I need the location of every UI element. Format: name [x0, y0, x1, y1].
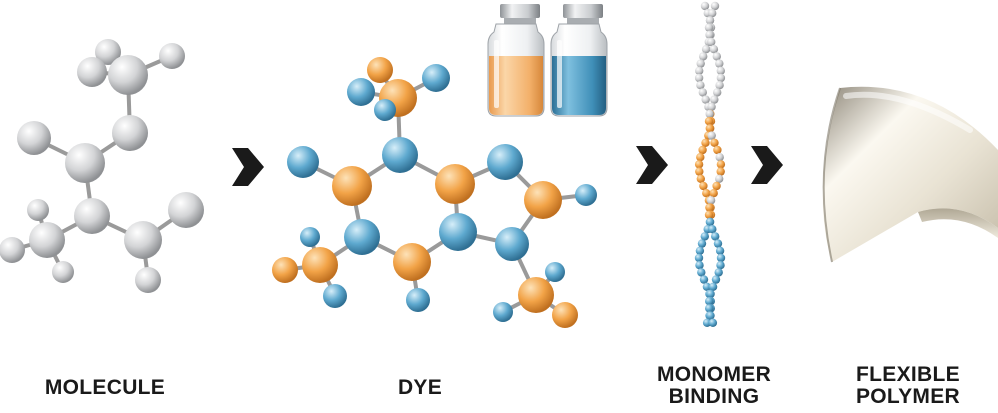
helix-bead — [705, 304, 714, 313]
helix-bead — [702, 282, 712, 291]
label-monomer-binding: MONOMER BINDING — [628, 364, 800, 408]
dye-molecule-icon — [272, 57, 597, 328]
helix-bead — [702, 189, 711, 198]
helix-bead — [702, 318, 712, 327]
helix-bead — [710, 1, 720, 11]
label-flexible-line2: POLYMER — [855, 385, 960, 408]
molecule-icon — [0, 39, 204, 293]
double-helix-icon — [694, 1, 726, 327]
helix-bead — [713, 88, 722, 97]
helix-bead — [707, 131, 716, 140]
helix-bead — [706, 196, 716, 205]
label-molecule: MOLECULE — [10, 377, 200, 399]
helix-bead — [713, 239, 723, 248]
helix-bead — [708, 225, 717, 234]
helix-bead — [696, 59, 705, 68]
label-flexible-polymer: FLEXIBLE POLYMER — [822, 364, 994, 408]
helix-bead — [704, 23, 714, 32]
helix-bead — [695, 167, 704, 176]
helix-bead — [715, 59, 724, 68]
helix-bead — [704, 210, 714, 219]
arrow-right-icon — [636, 146, 668, 184]
helix-bead — [705, 297, 714, 306]
helix-bead — [696, 153, 705, 162]
label-molecule-text: MOLECULE — [44, 376, 166, 399]
helix-bead — [704, 117, 714, 126]
label-monomer-line2: BINDING — [668, 385, 760, 408]
helix-bead — [716, 160, 726, 169]
helix-bead — [694, 73, 704, 83]
helix-bead — [711, 275, 721, 284]
helix-bead — [699, 181, 708, 191]
helix-bead — [697, 239, 707, 248]
helix-bead — [709, 45, 719, 54]
helix-bead — [701, 45, 711, 54]
helix-bead — [705, 30, 714, 39]
helix-bead — [705, 124, 714, 133]
helix-bead — [707, 102, 716, 112]
curved-sheet-icon — [822, 86, 998, 263]
helix-bead — [714, 268, 723, 277]
helix-bead — [715, 81, 724, 90]
helix-bead — [698, 88, 707, 97]
helix-bead — [705, 203, 714, 212]
helix-bead — [700, 1, 710, 11]
helix-bead — [716, 73, 726, 83]
helix-bead — [716, 253, 726, 263]
helix-bead — [710, 95, 719, 104]
helix-bead — [696, 174, 705, 183]
arrow-right-icon — [751, 146, 783, 184]
helix-bead — [700, 232, 709, 241]
label-dye: DYE — [360, 377, 480, 399]
helix-bead — [709, 189, 718, 198]
label-dye-text: DYE — [397, 376, 443, 399]
helix-bead — [701, 138, 710, 147]
helix-bead — [715, 174, 724, 183]
helix-bead — [711, 232, 720, 241]
helix-bead — [710, 138, 719, 147]
helix-bead — [708, 9, 717, 18]
helix-bead — [701, 95, 710, 104]
helix-bead — [695, 66, 704, 76]
helix-bead — [706, 289, 715, 299]
helix-bead — [705, 16, 715, 25]
helix-bead — [708, 318, 718, 327]
helix-bead — [707, 37, 716, 47]
helix-bead — [695, 246, 705, 255]
helix-bead — [715, 153, 724, 162]
helix-bead — [716, 261, 725, 270]
helix-bead — [696, 81, 705, 90]
helix-bead — [715, 246, 725, 255]
helix-bead — [694, 253, 704, 263]
helix-bead — [705, 217, 715, 227]
vial-orange-icon — [487, 4, 545, 117]
helix-bead — [706, 311, 715, 320]
helix-bead — [699, 275, 709, 284]
helix-bead — [697, 268, 706, 277]
arrow-right-icon — [232, 148, 264, 186]
helix-bead — [698, 145, 707, 155]
helix-bead — [694, 160, 704, 169]
helix-bead — [699, 52, 708, 61]
helix-bead — [712, 181, 721, 191]
helix-bead — [712, 52, 721, 61]
helix-bead — [705, 109, 714, 119]
helix-bead — [716, 167, 725, 176]
helix-bead — [708, 282, 718, 291]
vial-blue-icon — [550, 4, 608, 117]
helix-bead — [695, 261, 704, 270]
label-flexible-line1: FLEXIBLE — [856, 363, 960, 386]
helix-bead — [713, 145, 722, 155]
helix-bead — [716, 66, 725, 76]
label-monomer-line1: MONOMER — [656, 363, 772, 386]
